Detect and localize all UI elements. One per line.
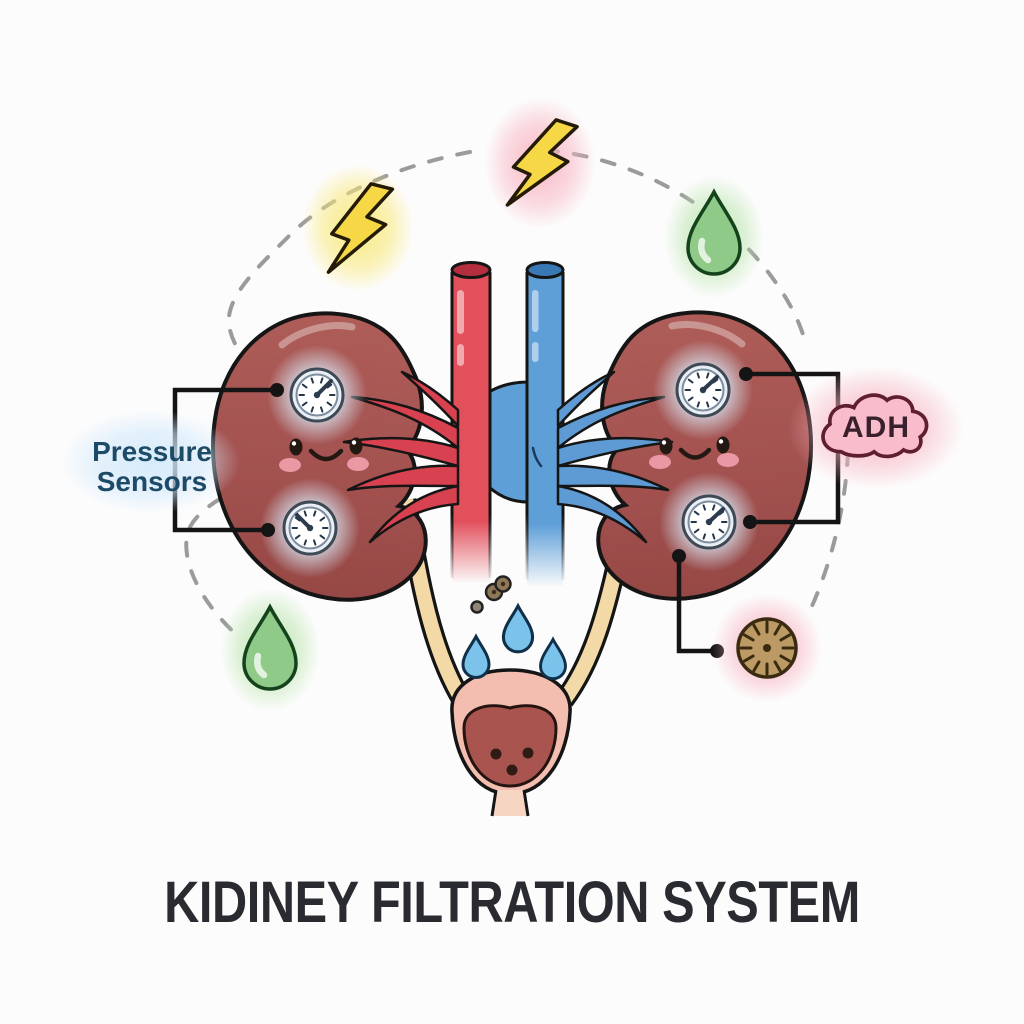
smile <box>308 448 344 462</box>
adh-cloud <box>821 393 929 459</box>
adh-label: ADH <box>788 366 964 490</box>
pointer-dot <box>261 523 275 537</box>
eye <box>659 437 673 455</box>
urethra <box>492 790 528 816</box>
right-kidney-face <box>649 436 739 469</box>
pointer-dot <box>743 515 757 529</box>
title-group: KIDINEY FILTRATION SYSTEM <box>164 871 860 935</box>
cell-dial-icon <box>736 617 798 679</box>
left-kidney-face <box>279 437 369 472</box>
cheek <box>279 458 301 472</box>
pressure-gauges <box>260 340 759 578</box>
filtration-output <box>461 575 567 681</box>
cheek <box>347 457 369 471</box>
smile <box>678 447 712 460</box>
blood-vessels <box>450 261 565 586</box>
gauge-needle <box>315 379 333 397</box>
left-kidney <box>197 302 447 609</box>
renal-vein-branches <box>556 370 674 544</box>
waste-particle-peanut <box>484 575 512 602</box>
eye <box>289 438 303 456</box>
right-kidney <box>577 301 827 608</box>
eye <box>349 437 363 455</box>
renal-vein-cross-patch <box>487 380 530 504</box>
cheek <box>717 453 739 467</box>
left-kidney-highlight <box>278 322 356 349</box>
waste-particle-small <box>470 600 484 614</box>
pointer-dot <box>672 549 686 563</box>
adh-label-text: ADH <box>842 411 910 444</box>
aorta-red-tube <box>450 261 492 582</box>
floating-icons <box>220 97 822 712</box>
green-droplet-bottom-left-icon <box>242 605 298 691</box>
pressure-sensors-label: Pressure Sensors <box>60 410 240 514</box>
pressure-label-line2: Sensors <box>97 466 208 497</box>
bladder <box>450 668 572 817</box>
dashed-curve-bottom-left <box>184 463 302 638</box>
bladder-inner-urine <box>462 704 558 788</box>
dial-connector <box>676 556 717 654</box>
pointer-dot <box>739 367 753 381</box>
pressure-label-line1: Pressure <box>92 436 212 467</box>
eye <box>716 436 730 454</box>
green-droplet-top-right-icon <box>686 190 742 276</box>
label-glow <box>60 410 240 514</box>
cheek <box>649 455 671 469</box>
right-kidney-highlight <box>668 321 746 348</box>
bladder-sediment-dots <box>490 747 534 776</box>
pointer-dot <box>270 383 284 397</box>
vena-cava-blue-tube <box>525 261 565 586</box>
page-title: KIDINEY FILTRATION SYSTEM <box>164 871 860 935</box>
